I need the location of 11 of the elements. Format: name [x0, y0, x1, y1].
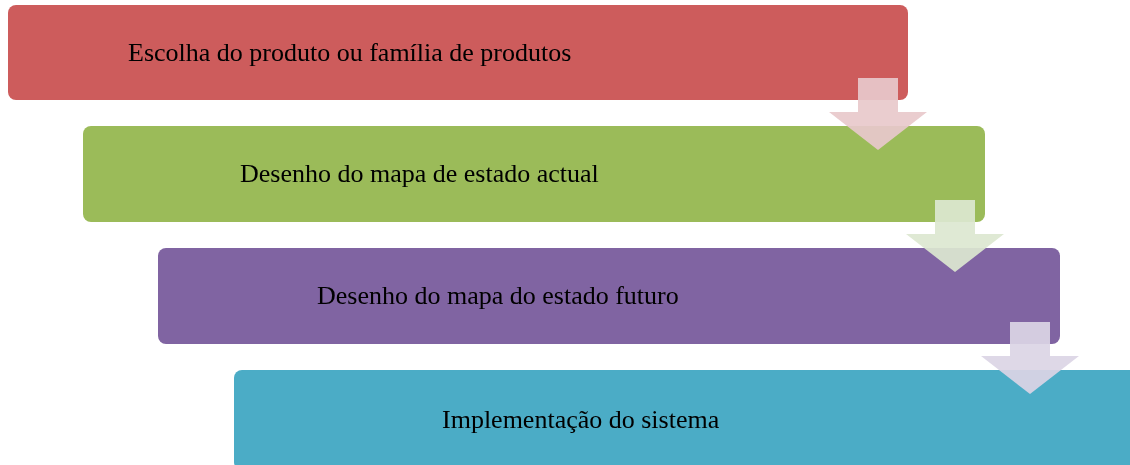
process-box — [8, 5, 908, 100]
step-label: Desenho do mapa do estado futuro — [317, 281, 679, 311]
process-box — [158, 248, 1060, 344]
block-arrow — [981, 322, 1079, 394]
step-label: Implementação do sistema — [442, 405, 720, 435]
block-arrow — [906, 200, 1004, 272]
step-label: Escolha do produto ou família de produtos — [128, 37, 572, 68]
process-box — [234, 370, 1130, 465]
block-arrow — [829, 78, 927, 150]
process-box — [83, 126, 985, 222]
step-label: Desenho do mapa de estado actual — [240, 159, 599, 189]
